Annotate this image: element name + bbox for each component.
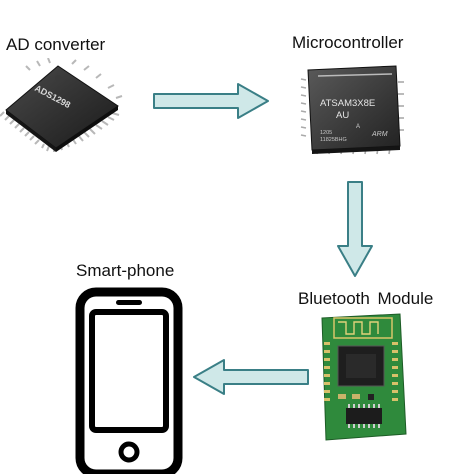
bluetooth-module-image — [321, 313, 407, 441]
adc-label: AD converter — [6, 35, 106, 54]
mcu-chip-image: ATSAM3X8E AU A 1205 11825BHG ARM — [300, 65, 404, 155]
mcu-chip-line2: AU — [336, 110, 349, 121]
arrow-adc-to-mcu — [153, 83, 269, 119]
phone-label: Smart-phone — [76, 261, 175, 280]
adc-chip-image: ADS1298 — [0, 58, 123, 152]
arrow-bluetooth-to-phone — [193, 359, 309, 395]
mcu-chip-line3: A — [356, 124, 360, 130]
mcu-chip-line1: ATSAM3X8E — [320, 98, 375, 109]
mcu-chip-code2: 11825BHG — [320, 137, 347, 143]
mcu-chip-code1: 1205 — [320, 130, 332, 136]
mcu-label: Microcontroller — [292, 33, 404, 52]
bluetooth-label: Bluetooth Module — [298, 289, 434, 308]
mcu-chip-brand: ARM — [371, 131, 388, 138]
smartphone-icon — [75, 287, 183, 474]
arrow-mcu-to-bluetooth — [337, 181, 373, 277]
